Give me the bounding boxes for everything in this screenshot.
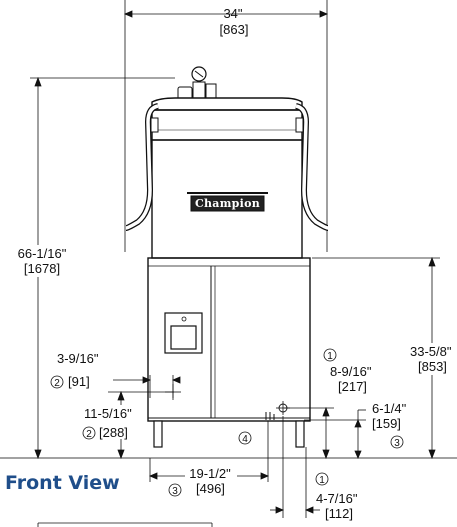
view-title: Front View (5, 472, 120, 494)
left-offset-imperial: 3-9/16" (57, 351, 99, 366)
left-offset-dimension (113, 375, 181, 398)
base-height-label-bg (410, 343, 457, 375)
callout-circle-3b (168, 483, 182, 497)
right-height-dimension (284, 406, 334, 460)
brand-logo-text: Champion (195, 197, 260, 210)
base-height-metric: [853] (418, 359, 447, 374)
bottom-right-width-dimension (270, 416, 320, 518)
callout-circle-4 (238, 431, 252, 445)
bottom-width-metric: [496] (196, 481, 225, 496)
left-height-imperial: 11-5/16" (84, 406, 132, 421)
overall-width-metric: [863] (220, 22, 249, 37)
callout-circle-2b (82, 426, 96, 440)
bottom-right-width-metric: [112] (325, 506, 353, 521)
callout-circle-2a (50, 375, 64, 389)
overall-height-metric: [1678] (24, 261, 60, 276)
callout-circle-1a (323, 348, 337, 362)
right-height-imperial: 8-9/16" (330, 364, 372, 379)
bottom-width-label-bg (185, 467, 237, 495)
left-height-dimension (108, 390, 174, 460)
right-height-metric: [217] (338, 379, 367, 394)
right-low-height-metric: [159] (372, 416, 401, 431)
bottom-right-width-imperial: 4-7/16" (316, 491, 358, 506)
right-low-height-callout: 3 (394, 438, 400, 449)
overall-height-label-bg (4, 245, 78, 277)
base-height-imperial: 33-5/8" (410, 344, 452, 359)
bottom-width-callout: 3 (172, 486, 178, 497)
dishwasher-body (125, 66, 329, 448)
right-low-height-imperial: 6-1/4" (372, 401, 407, 416)
callout-circle-1b (315, 472, 329, 486)
overall-height-imperial: 66-1/16" (18, 246, 67, 261)
champion-logo (190, 195, 265, 212)
left-height-metric: [288] (99, 425, 128, 440)
callout-circle-3a (390, 435, 404, 449)
right-low-height-dimension (304, 409, 366, 460)
left-offset-callout: 2 (54, 378, 60, 389)
left-height-label-bg (80, 405, 144, 439)
left-offset-metric: [91] (68, 374, 90, 389)
part-callout: 4 (242, 434, 248, 445)
left-height-callout: 2 (86, 429, 92, 440)
overall-width-imperial: 34" (223, 6, 242, 21)
bottom-width-imperial: 19-1/2" (189, 466, 231, 481)
bottom-right-width-callout: 1 (319, 475, 325, 486)
overall-width-dimension (123, 0, 329, 252)
right-height-callout: 1 (327, 351, 333, 362)
